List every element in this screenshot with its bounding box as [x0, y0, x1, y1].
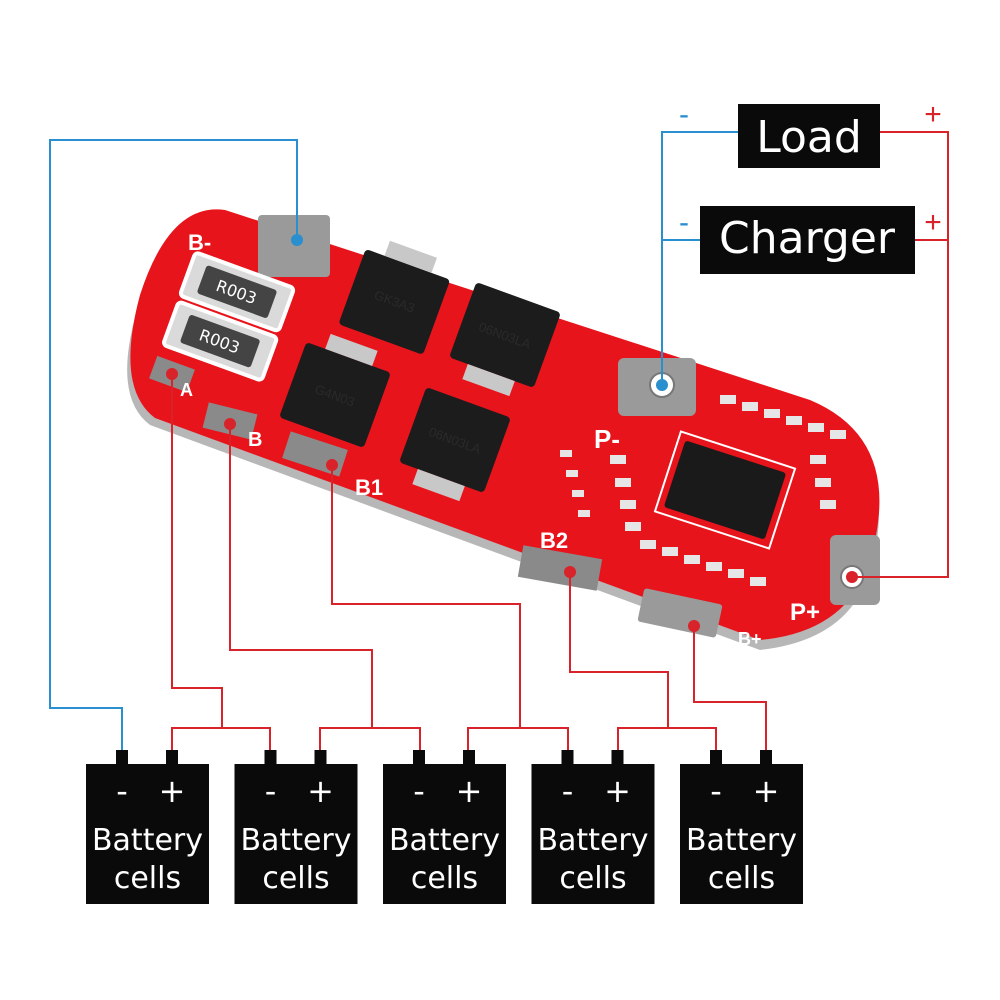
battery-terminal-negative [561, 750, 574, 766]
battery-terminal-negative [413, 750, 425, 766]
battery-body [86, 764, 209, 904]
battery-label-line2: cells [559, 861, 626, 896]
battery-terminal-positive [611, 750, 624, 766]
pcb-board: R003 R003 GK3A3 06N03LA G4N03 06N03LA [127, 209, 880, 650]
battery-body [531, 764, 655, 904]
silk-b-plus: B+ [738, 629, 762, 649]
battery-cells: -+Batterycells-+Batterycells-+Batterycel… [86, 750, 803, 904]
wire-b-plus [693, 626, 767, 750]
battery-label-line2: cells [262, 861, 329, 896]
silk-b: B [248, 429, 262, 451]
shunt-resistor-2: R003 [162, 300, 279, 382]
battery-plus-sign: + [456, 772, 483, 810]
wire-b2 [569, 572, 669, 728]
silk-b1: B1 [355, 475, 383, 500]
battery-minus-sign: - [265, 772, 277, 810]
dot-p-minus [656, 379, 668, 391]
battery-label-line2: cells [708, 861, 775, 896]
battery-label-line1: Battery [389, 823, 500, 858]
dot-a [166, 368, 178, 380]
silk-b-minus: B- [188, 230, 211, 255]
battery-label-line1: Battery [240, 823, 351, 858]
wire-p-minus [661, 131, 738, 385]
battery-label-line1: Battery [686, 823, 797, 858]
battery-terminal-negative [116, 750, 128, 766]
battery-label-line1: Battery [537, 823, 648, 858]
load-text: Load [756, 112, 862, 163]
charger-minus-sign: - [679, 206, 689, 239]
dot-b [224, 418, 236, 430]
dot-b2 [564, 566, 576, 578]
mosfet-4: 06N03LA [400, 388, 510, 502]
silk-p-minus: P- [594, 424, 620, 454]
battery-minus-sign: - [562, 772, 574, 810]
battery-minus-sign: - [413, 772, 425, 810]
battery-body [680, 764, 803, 904]
battery-body [383, 764, 506, 904]
dot-b-plus [688, 620, 700, 632]
battery-minus-sign: - [116, 772, 128, 810]
battery-terminal-negative [264, 750, 277, 766]
mosfet-3: G4N03 [280, 333, 390, 447]
load-label: Load [738, 104, 880, 168]
wiring [49, 131, 949, 750]
bridge-1-2 [171, 727, 271, 750]
charger-label: Charger [700, 206, 915, 274]
battery-label-line1: Battery [92, 823, 203, 858]
battery-plus-sign: + [307, 772, 334, 810]
silk-a: A [180, 380, 193, 400]
wire-p-plus [852, 131, 949, 578]
battery-plus-sign: + [604, 772, 631, 810]
junction-dots [166, 234, 858, 632]
wire-a [171, 374, 223, 728]
protection-ic [653, 430, 797, 550]
charger-plus-sign: + [924, 206, 942, 239]
mosfet-1: GK3A3 [339, 240, 450, 354]
charger-text: Charger [719, 213, 896, 264]
bridge-4-5 [617, 727, 717, 750]
dot-b-minus [291, 234, 303, 246]
battery-terminal-positive [166, 750, 178, 766]
battery-plus-sign: + [753, 772, 780, 810]
load-plus-sign: + [924, 98, 942, 131]
silk-b2: B2 [540, 528, 568, 553]
wire-b1 [331, 465, 521, 728]
b-plus-pad [637, 588, 723, 638]
battery-label-line2: cells [411, 861, 478, 896]
battery-terminal-negative [710, 750, 722, 766]
mosfet-2: 06N03LA [450, 283, 560, 397]
load-minus-sign: - [679, 98, 689, 131]
b2-pad [517, 545, 603, 591]
battery-terminal-positive [314, 750, 327, 766]
battery-body [234, 764, 358, 904]
battery-minus-sign: - [710, 772, 722, 810]
wire-b-minus [49, 139, 298, 750]
battery-terminal-positive [463, 750, 475, 766]
battery-plus-sign: + [159, 772, 186, 810]
dot-p-plus [846, 571, 858, 583]
bridge-2-3 [319, 727, 421, 750]
battery-terminal-positive [760, 750, 772, 766]
smd-components [560, 395, 846, 586]
wire-b [229, 424, 373, 728]
battery-label-line2: cells [114, 861, 181, 896]
dot-b1 [326, 459, 338, 471]
shunt-resistor-1: R003 [178, 251, 296, 333]
bridge-3-4 [467, 727, 569, 750]
b-minus-pad [258, 215, 330, 277]
silk-p-plus: P+ [790, 599, 820, 626]
